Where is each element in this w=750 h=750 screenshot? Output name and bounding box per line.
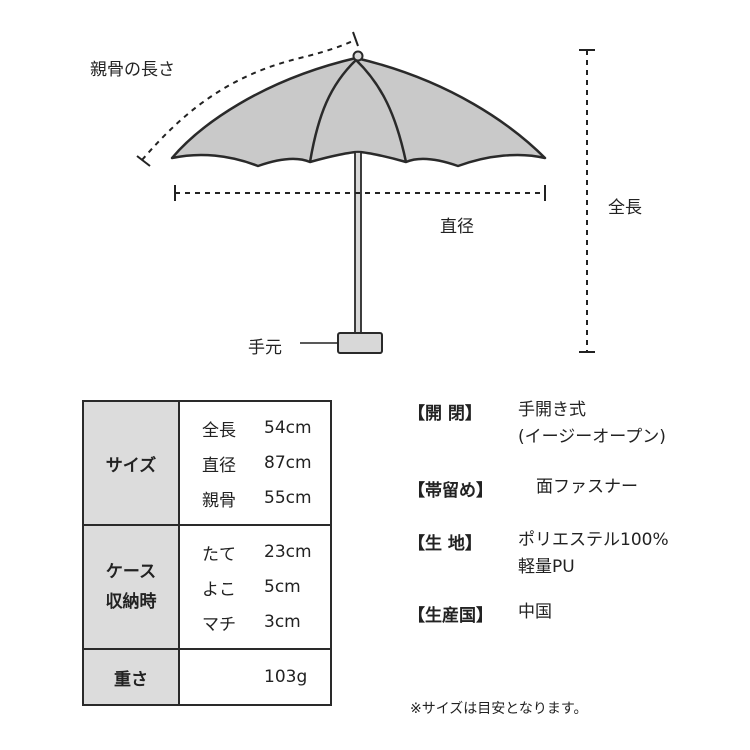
weight-row: 103g <box>202 660 330 695</box>
umbrella-tip <box>352 50 364 62</box>
case-header-line1: ケース <box>105 562 157 582</box>
case-row-key: マチ <box>202 614 236 635</box>
country-line: 中国 <box>518 602 552 622</box>
weight-header: 重さ <box>82 648 180 706</box>
rib-length-label: 親骨の長さ <box>90 60 175 80</box>
size-row-value: 55cm <box>264 488 312 508</box>
umbrella-rib-right <box>355 59 408 163</box>
case-row-value: 23cm <box>264 542 312 562</box>
case-section: ケース 収納時 たて 23cm よこ 5cm マチ 3cm <box>82 524 332 650</box>
umbrella-shaft <box>354 151 362 335</box>
country-label: 【生産国】 <box>408 606 493 626</box>
case-row-value: 5cm <box>264 577 301 597</box>
strap-label: 【帯留め】 <box>408 481 493 501</box>
size-row-key: 親骨 <box>202 490 236 511</box>
umbrella-diagram <box>136 31 595 354</box>
case-header-line2: 収納時 <box>105 592 157 612</box>
case-row-key: たて <box>202 544 236 565</box>
open-close-line: (イージーオープン) <box>518 427 666 447</box>
fabric-line: ポリエステル100% <box>518 530 669 550</box>
size-values: 全長 54cm 直径 87cm 親骨 55cm <box>178 400 332 526</box>
size-row-key: 全長 <box>202 420 236 441</box>
umbrella-rib-left <box>308 59 357 163</box>
country-value: 中国 <box>518 599 552 626</box>
open-close-line: 手開き式 <box>518 400 586 420</box>
case-row-width: よこ 5cm <box>202 570 330 605</box>
size-row-value: 87cm <box>264 453 312 473</box>
open-close-value: 手開き式 (イージーオープン) <box>518 397 666 451</box>
rib-length-end-tick-left <box>136 155 151 167</box>
umbrella-handle <box>337 332 383 354</box>
open-close-label: 【開 閉】 <box>408 404 482 424</box>
spec-table: サイズ 全長 54cm 直径 87cm 親骨 55cm ケース 収納時 たて 2… <box>82 400 332 706</box>
umbrella-canopy <box>170 56 547 168</box>
strap-line: 面ファスナー <box>536 477 638 497</box>
weight-values: 103g <box>178 648 332 706</box>
weight-section: 重さ 103g <box>82 648 332 706</box>
fabric-label: 【生 地】 <box>408 534 482 554</box>
rib-length-dimension-line <box>141 39 356 161</box>
diameter-label: 直径 <box>440 217 474 237</box>
size-header: サイズ <box>82 400 180 526</box>
case-row-value: 3cm <box>264 612 301 632</box>
case-values: たて 23cm よこ 5cm マチ 3cm <box>178 524 332 650</box>
fabric-line: 軽量PU <box>518 557 575 577</box>
case-row-height: たて 23cm <box>202 535 330 570</box>
case-header: ケース 収納時 <box>82 524 180 650</box>
size-row-total-length: 全長 54cm <box>202 411 330 446</box>
case-row-depth: マチ 3cm <box>202 605 330 640</box>
size-section: サイズ 全長 54cm 直径 87cm 親骨 55cm <box>82 400 332 526</box>
weight-value: 103g <box>264 667 308 687</box>
case-row-key: よこ <box>202 579 236 600</box>
total-length-label: 全長 <box>608 198 642 218</box>
size-row-rib: 親骨 55cm <box>202 481 330 516</box>
fabric-value: ポリエステル100% 軽量PU <box>518 527 669 581</box>
size-note: ※サイズは目安となります。 <box>410 701 588 717</box>
handle-label: 手元 <box>248 338 282 358</box>
size-row-value: 54cm <box>264 418 312 438</box>
size-row-key: 直径 <box>202 455 236 476</box>
rib-length-end-tick-right <box>352 31 359 47</box>
size-row-diameter: 直径 87cm <box>202 446 330 481</box>
strap-value: 面ファスナー <box>536 474 638 501</box>
